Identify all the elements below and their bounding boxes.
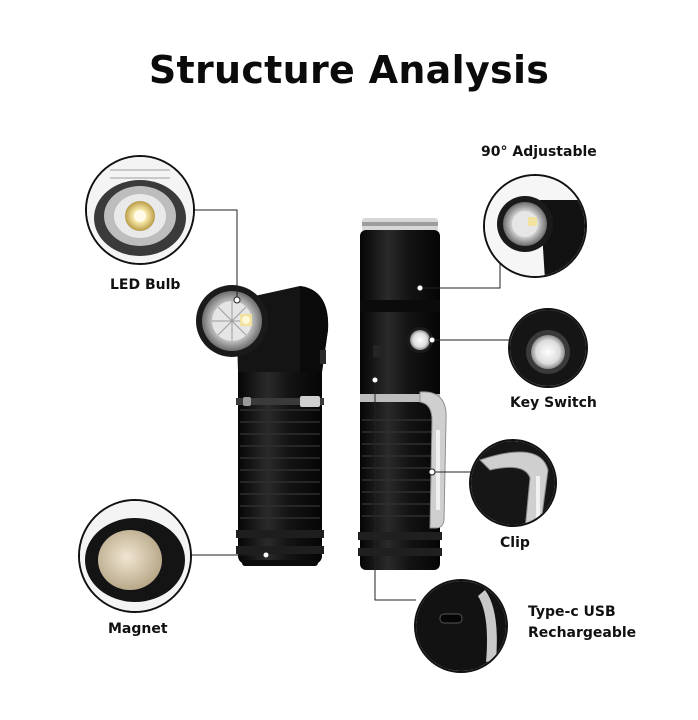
right-flashlight xyxy=(358,218,447,570)
clip-label: Clip xyxy=(500,535,530,551)
led-bulb-label: LED Bulb xyxy=(110,277,181,293)
key-switch-label: Key Switch xyxy=(510,395,597,411)
usb-port-detail xyxy=(414,579,508,673)
usb-label-line1: Type-c USB xyxy=(528,604,616,620)
magnet-label: Magnet xyxy=(108,621,168,637)
adjustable-label: 90° Adjustable xyxy=(481,144,597,160)
magnet-detail xyxy=(78,499,192,613)
callout-lines xyxy=(190,209,510,601)
left-flashlight xyxy=(196,285,329,566)
adjustable-head-detail xyxy=(483,174,587,278)
clip-detail xyxy=(469,439,557,527)
usb-label-line2: Rechargeable xyxy=(528,625,637,641)
key-switch-detail xyxy=(508,308,588,388)
page-title: Structure Analysis xyxy=(148,48,550,92)
usb-label: Type-c USB Rechargeable xyxy=(528,602,636,644)
led-bulb-detail xyxy=(85,155,195,265)
